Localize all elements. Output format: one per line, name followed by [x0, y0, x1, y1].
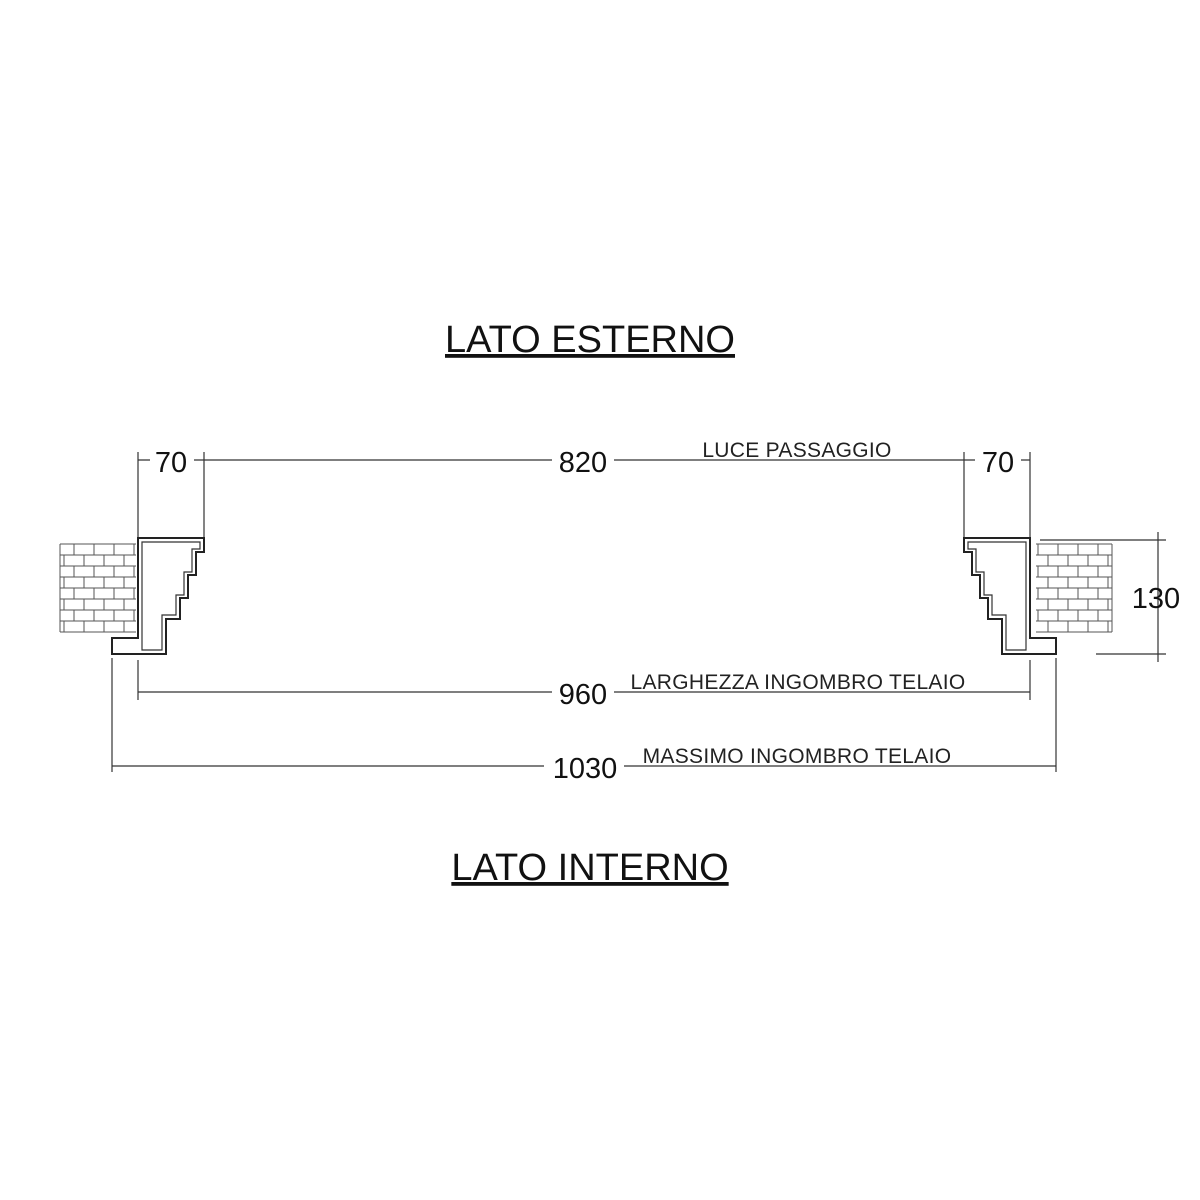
heading-internal-side: LATO INTERNO	[451, 847, 728, 889]
dimension-text-mask	[544, 752, 624, 782]
right-wall-brick	[1036, 543, 1113, 633]
left-frame-inner-line	[141, 541, 201, 651]
dimension-text-mask	[150, 446, 194, 476]
dimension-frame-depth: 130	[1132, 583, 1180, 615]
left-wall-brick	[59, 543, 136, 633]
dimension-right-jamb: 70	[982, 447, 1014, 479]
label-frame-width: LARGHEZZA INGOMBRO TELAIO	[630, 671, 965, 694]
label-clear-opening: LUCE PASSAGGIO	[702, 439, 891, 462]
left-frame-profile	[111, 537, 205, 655]
max-width-dimension: 1030 MASSIMO INGOMBRO TELAIO	[111, 658, 1057, 785]
left-frame-outline	[111, 537, 205, 655]
dimension-text-mask	[975, 446, 1021, 476]
top-dimension-chain: 70 820 LUCE PASSAGGIO 70	[137, 438, 1031, 540]
heading-external-side: LATO ESTERNO	[445, 319, 735, 361]
dimension-clear-opening: 820	[559, 447, 607, 479]
frame-width-dimension: 960 LARGHEZZA INGOMBRO TELAIO	[137, 660, 1031, 711]
dimension-text-mask	[706, 438, 888, 459]
right-frame-inner-line	[967, 541, 1027, 651]
right-frame-outline	[963, 537, 1057, 655]
dimension-frame-width: 960	[559, 679, 607, 711]
depth-dimension: 130	[1040, 532, 1180, 662]
dimension-text-mask	[632, 670, 964, 691]
dimension-left-jamb: 70	[155, 447, 187, 479]
dimension-text-mask	[552, 678, 614, 708]
label-max-width: MASSIMO INGOMBRO TELAIO	[643, 745, 952, 768]
brick-hatch	[60, 544, 136, 632]
dimension-max-width: 1030	[553, 753, 618, 785]
brick-hatch	[1036, 544, 1112, 632]
right-frame-profile	[963, 537, 1057, 655]
dimension-text-mask	[552, 446, 614, 476]
dimension-text-mask	[640, 744, 954, 765]
